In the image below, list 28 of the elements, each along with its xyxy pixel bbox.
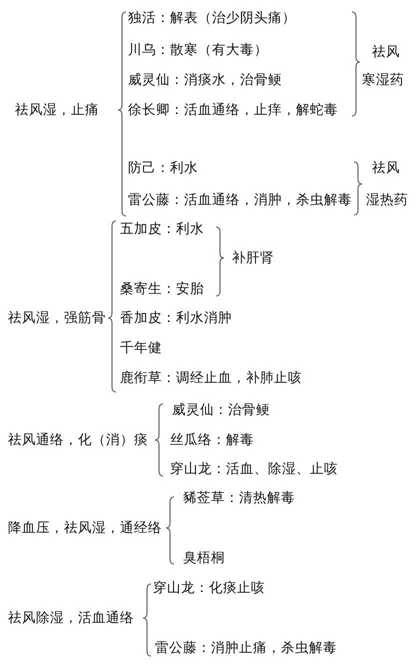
herb-note: 防己：利水 — [128, 159, 198, 177]
bracket-label: 祛风 — [372, 43, 400, 61]
group-heading: 祛风湿，强筋骨 — [8, 309, 106, 327]
herb-note: 雷公藤：活血通络，消肿，杀虫解毒 — [128, 191, 352, 209]
herb-note: 威灵仙：治骨鲠 — [172, 401, 270, 419]
herb-note: 豨莶草：清热解毒 — [183, 489, 295, 507]
bracket-label: 寒湿药 — [362, 71, 404, 89]
bracket-label: 补肝肾 — [232, 249, 274, 267]
herb-note: 丝瓜络：解毒 — [170, 431, 254, 449]
herb-note: 千年健 — [120, 339, 162, 357]
herb-note: 鹿衔草：调经止血，补肺止咳 — [120, 369, 302, 387]
herb-note: 穿山龙：化痰止咳 — [153, 579, 265, 597]
bracket-label: 湿热药 — [366, 191, 408, 209]
group-heading: 祛风湿，止痛 — [15, 101, 99, 119]
herb-note: 雷公藤：消肿止痛，杀虫解毒 — [155, 639, 337, 657]
herb-note: 香加皮：利水消肿 — [120, 309, 232, 327]
herb-note: 穿山龙：活血、除湿、止咳 — [170, 460, 338, 478]
herb-note: 独活：解表（治少阴头痛） — [128, 9, 296, 27]
herb-note: 徐长卿：活血通络，止痒，解蛇毒 — [128, 101, 338, 119]
herb-note: 五加皮：利水 — [120, 220, 204, 238]
herb-note: 臭梧桐 — [183, 549, 225, 567]
herb-note: 威灵仙：消痰水，治骨鲠 — [128, 71, 282, 89]
bracket-label: 祛风 — [372, 159, 400, 177]
herb-note: 川乌：散寒（有大毒） — [128, 41, 268, 59]
group-heading: 祛风除湿，活血通络 — [8, 609, 134, 627]
herb-note: 桑寄生：安胎 — [120, 280, 204, 298]
group-heading: 祛风通络，化（消）痰 — [8, 431, 148, 449]
group-heading: 降血压，祛风湿，通经络 — [8, 519, 162, 537]
